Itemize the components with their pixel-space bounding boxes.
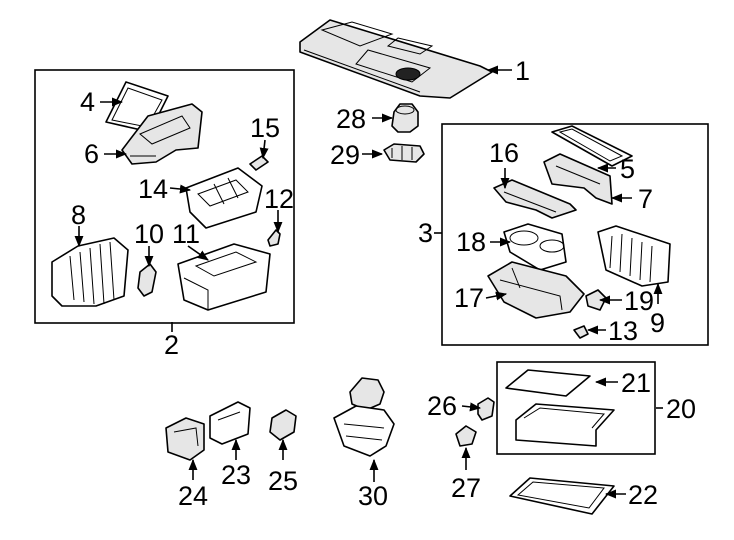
callout-10: 10 xyxy=(134,219,164,249)
callout-27: 27 xyxy=(451,473,481,503)
part-30-shifter xyxy=(333,377,395,457)
part-27-clip xyxy=(455,425,477,447)
part-28-knob xyxy=(391,103,419,133)
callout-15: 15 xyxy=(250,113,280,143)
part-11-storage-bin xyxy=(177,243,271,311)
callout-18: 18 xyxy=(456,227,486,257)
part-10-bracket xyxy=(137,263,157,297)
callout-21: 21 xyxy=(621,368,651,398)
part-20-tray xyxy=(515,403,615,447)
part-1-console-trim-panel xyxy=(299,19,493,99)
part-29-bracket xyxy=(383,143,425,163)
callout-24: 24 xyxy=(178,481,208,511)
part-17-console-base xyxy=(487,261,585,319)
callout-9: 9 xyxy=(650,308,665,338)
group-box-3 xyxy=(441,123,709,346)
part-8-side-panel xyxy=(51,237,129,307)
callout-22: 22 xyxy=(628,480,658,510)
part-6-lid-frame xyxy=(121,103,203,165)
part-5-lid-panel xyxy=(551,125,633,167)
part-13-bolt xyxy=(573,325,589,339)
callout-26: 26 xyxy=(427,391,457,421)
callout-23: 23 xyxy=(221,460,251,490)
group-box-20 xyxy=(496,361,656,455)
callout-5: 5 xyxy=(620,154,635,184)
callout-7: 7 xyxy=(638,184,653,214)
callout-4: 4 xyxy=(80,87,95,117)
part-23-module xyxy=(209,401,251,445)
callout-30: 30 xyxy=(358,481,388,511)
part-16-trim-bezel xyxy=(493,179,577,219)
part-9-side-panel xyxy=(597,225,671,287)
callout-2: 2 xyxy=(164,330,179,360)
callout-12: 12 xyxy=(264,184,294,214)
part-12-bracket xyxy=(267,229,281,247)
callout-19: 19 xyxy=(624,286,654,316)
callout-17: 17 xyxy=(454,283,484,313)
group-box-2 xyxy=(34,69,295,324)
callout-25: 25 xyxy=(268,466,298,496)
callout-13: 13 xyxy=(608,316,638,346)
callout-1: 1 xyxy=(515,56,530,86)
part-24-module xyxy=(165,417,205,461)
callout-16: 16 xyxy=(489,138,519,168)
callout-3: 3 xyxy=(418,218,433,248)
part-15-clip xyxy=(249,155,269,171)
part-21-mat xyxy=(505,369,591,397)
part-14-storage-tray xyxy=(185,167,263,229)
callout-8: 8 xyxy=(71,200,86,230)
part-18-cup-holder xyxy=(503,223,567,271)
callout-6: 6 xyxy=(84,139,99,169)
callout-29: 29 xyxy=(330,140,360,170)
callout-14: 14 xyxy=(138,174,168,204)
part-22-mat xyxy=(509,477,615,515)
part-25-switch xyxy=(269,409,297,441)
callout-20: 20 xyxy=(666,394,696,424)
part-26-cylinder xyxy=(477,397,495,421)
part-7-lid-frame xyxy=(543,153,613,205)
callout-28: 28 xyxy=(336,104,366,134)
callout-11: 11 xyxy=(172,219,200,249)
